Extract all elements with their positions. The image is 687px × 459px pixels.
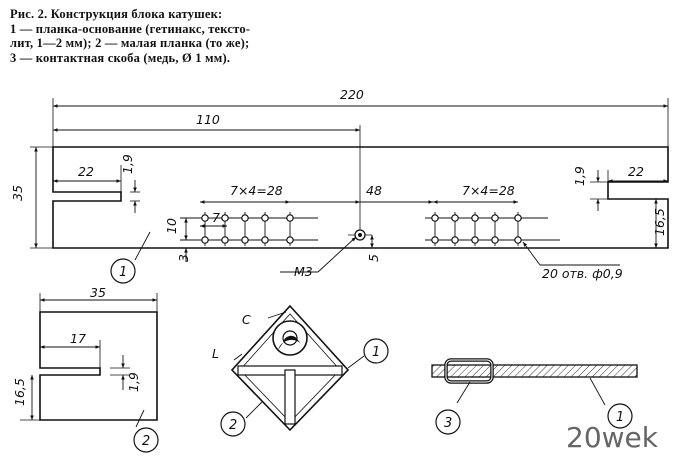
callout-1-assembly-label: 1 [372,345,380,360]
dim-7-label: 7 [212,210,220,225]
callout-1-label: 1 [119,265,127,280]
dim-22-right-label: 22 [628,164,644,179]
watermark: 20wek [566,421,659,454]
dim-220-label: 220 [340,87,364,102]
small-plate-outline [39,311,158,421]
main-dimension-labels: 220 110 35 22 1,9 7×4=28 48 7×4=28 1,9 2… [10,87,667,281]
dim-35-label: 35 [10,185,25,201]
caption-line-3: лит, 1—2 мм); 2 — малая планка (то же); [10,36,250,50]
dim-3-label: 3 [176,254,191,262]
dim-1-9-right-label: 1,9 [572,166,587,186]
hole-grid-left [180,212,318,246]
small-plate-drawing: 35 17 16,5 1,9 2 [12,285,159,453]
m3-center-hole [348,229,372,241]
label-l: L [212,346,219,361]
dim-10-label: 10 [164,218,179,234]
dim-7x4-left-label: 7×4=28 [230,183,283,198]
dim-16-5-label: 16,5 [652,208,667,236]
dim-small-17-label: 17 [70,331,86,346]
dimension-lines [34,104,668,273]
callout-2-small-label: 2 [142,434,150,449]
dim-5-label: 5 [366,254,381,262]
hole-grid-right [425,212,560,246]
dim-22-left-label: 22 [78,164,94,179]
dim-7x4-right-label: 7×4=28 [462,183,515,198]
dim-1-9-left-label: 1,9 [120,154,135,174]
caption-line-1: Рис. 2. Конструкция блока катушек: [10,7,223,21]
label-c: C [242,312,251,327]
m3-label: М3 [294,264,313,279]
callout-2-assembly-label: 2 [229,418,237,433]
contact-bracket-drawing: 3 1 [431,358,638,435]
dim-110-label: 110 [196,112,220,127]
callout-1-bracket-label: 1 [616,410,624,425]
caption-line-4: 3 — контактная скоба (медь, Ø 1 мм). [10,50,231,65]
figure-caption: Рис. 2. Конструкция блока катушек: 1 — п… [10,7,440,65]
extension-lines [30,98,669,249]
holes-label: 20 отв. ф0,9 [542,266,623,281]
dim-48-label: 48 [366,183,382,198]
coil-assembly-drawing: C L 1 2 [212,304,389,437]
callout-1-main: 1 [110,231,151,284]
dim-small-16-5-label: 16,5 [12,378,27,406]
dim-small-1-9-label: 1,9 [126,372,141,392]
callout-3-label: 3 [444,416,452,431]
dim-small-35-label: 35 [90,285,106,300]
caption-line-2: 1 — планка-основание (гетинакс, тексто- [10,21,251,36]
